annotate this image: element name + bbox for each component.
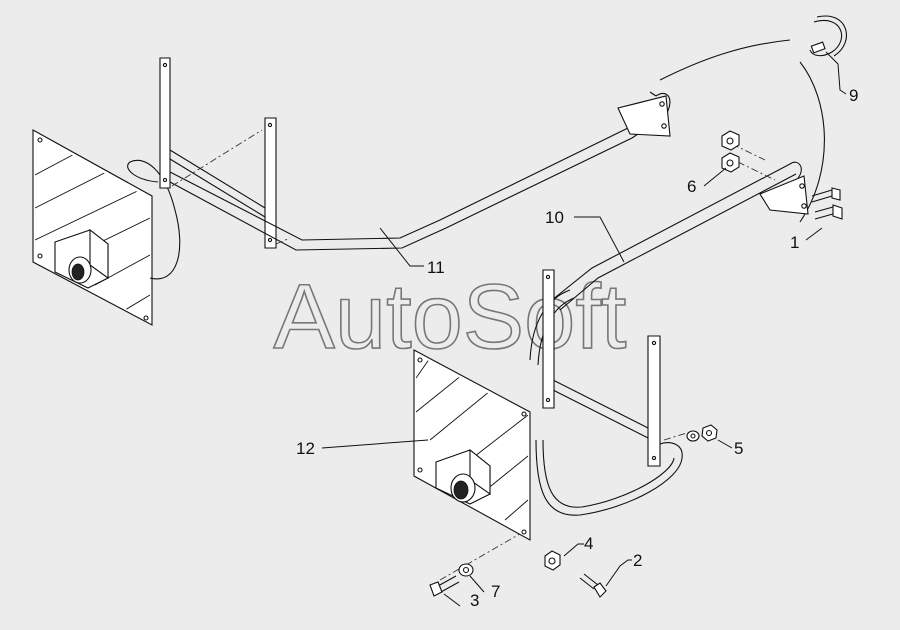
frame-11 bbox=[159, 57, 671, 251]
left-lamp-plate bbox=[32, 129, 153, 326]
leader-6 bbox=[703, 167, 727, 187]
bolt-2 bbox=[579, 573, 607, 598]
leader-12 bbox=[321, 439, 429, 449]
callout-10: 10 bbox=[545, 208, 564, 227]
leader-4 bbox=[563, 543, 584, 557]
leader-1 bbox=[805, 227, 823, 241]
leader-3 bbox=[443, 593, 461, 607]
callout-7: 7 bbox=[491, 582, 500, 601]
clip-9 bbox=[809, 15, 847, 57]
callout-1: 1 bbox=[790, 233, 799, 252]
leader-9 bbox=[825, 51, 847, 95]
nut-4 bbox=[544, 550, 561, 571]
callout-6: 6 bbox=[687, 177, 696, 196]
front-lamp-plate-12 bbox=[413, 349, 531, 541]
callout-12: 12 bbox=[296, 439, 315, 458]
leader-5 bbox=[717, 439, 733, 449]
callout-4: 4 bbox=[584, 534, 593, 553]
leader-2 bbox=[605, 559, 632, 587]
callout-11: 11 bbox=[427, 258, 445, 277]
washer-nut-5 bbox=[686, 424, 718, 442]
upper-cable bbox=[659, 39, 791, 81]
callout-3: 3 bbox=[470, 591, 479, 610]
leader-11 bbox=[379, 227, 424, 267]
left-lamp bbox=[54, 228, 109, 289]
callout-9: 9 bbox=[849, 86, 858, 105]
front-lamp bbox=[435, 448, 491, 505]
leader-7 bbox=[469, 575, 485, 593]
frame-10 bbox=[529, 161, 809, 467]
watermark: AutoSoft bbox=[274, 266, 627, 368]
callout-5: 5 bbox=[734, 439, 743, 458]
bolt-3 bbox=[429, 575, 460, 597]
bolt-1 bbox=[811, 187, 843, 220]
nut-6 bbox=[721, 130, 740, 173]
lower-cable bbox=[535, 439, 683, 516]
washer-7 bbox=[458, 563, 474, 577]
leader-10 bbox=[574, 216, 625, 263]
callout-2: 2 bbox=[633, 551, 642, 570]
